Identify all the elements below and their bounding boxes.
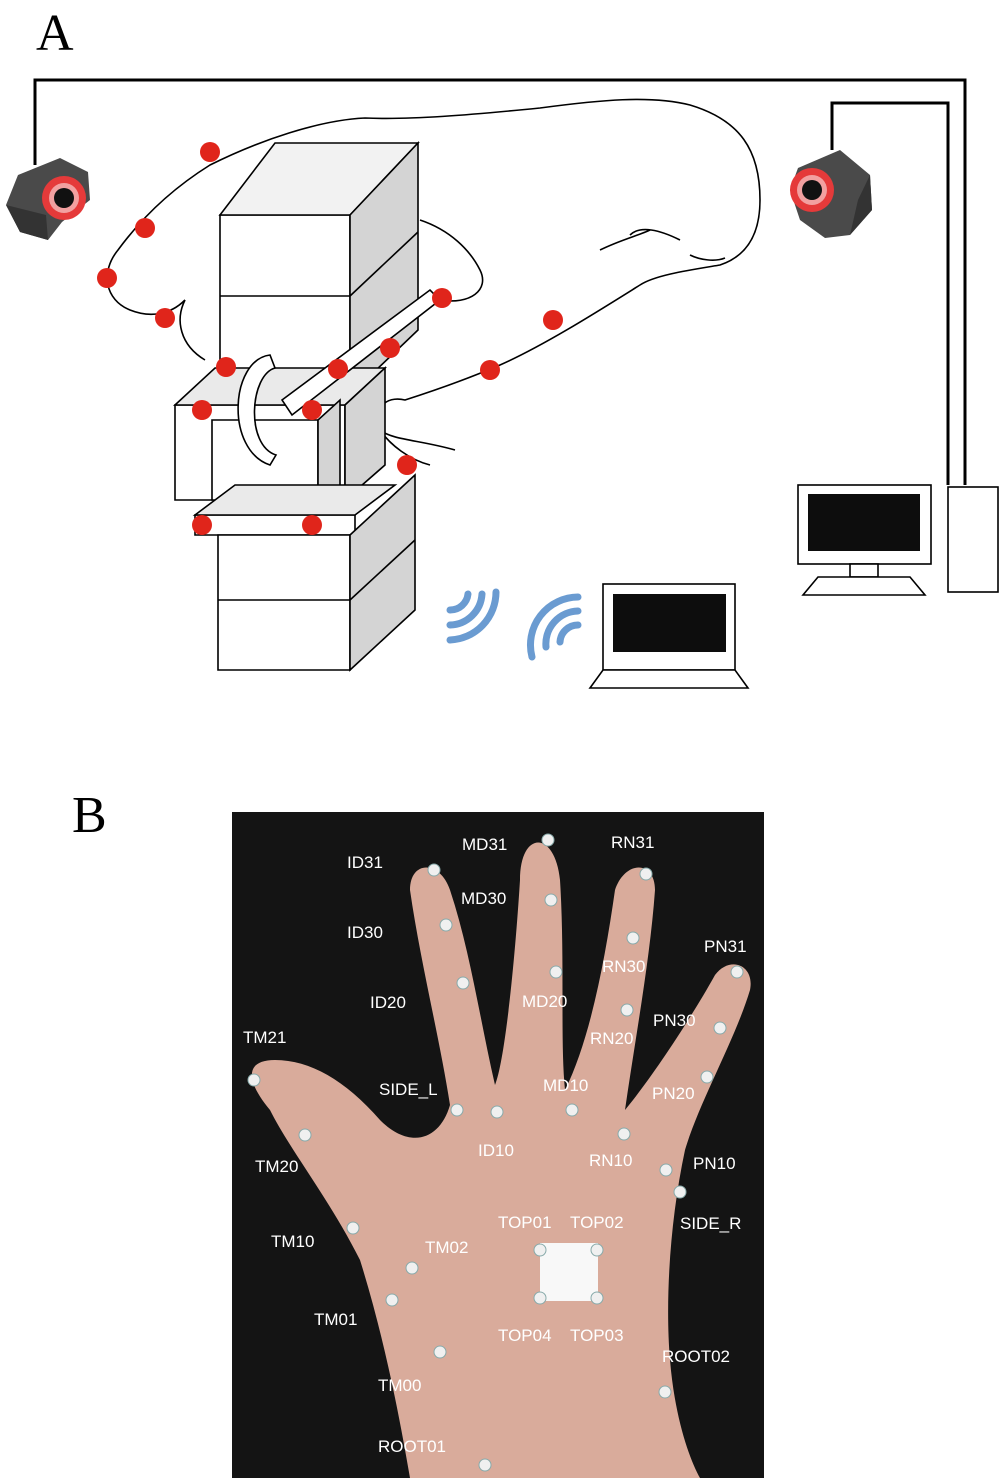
marker-knob: [730, 965, 744, 979]
marker-knob: [617, 1127, 631, 1141]
marker-knob: [533, 1291, 547, 1305]
marker-label-rn10: RN10: [589, 1151, 632, 1170]
hand-silhouette: [251, 842, 751, 1478]
camera-icon: [790, 150, 872, 238]
marker-knob: [405, 1261, 419, 1275]
marker-label-md31: MD31: [462, 835, 507, 854]
panel-b-photo: ID31 ID30 ID20 MD31 MD30 MD20 RN31 RN30 …: [232, 812, 764, 1478]
marker-dot: [380, 338, 400, 358]
panel-a-diagram: [6, 78, 999, 689]
grasp-object: [172, 140, 442, 672]
marker-knob: [456, 976, 470, 990]
marker-label-rn30: RN30: [602, 957, 645, 976]
marker-knob: [427, 863, 441, 877]
marker-knob: [549, 965, 563, 979]
marker-label-side-l: SIDE_L: [379, 1080, 438, 1099]
marker-dot: [192, 400, 212, 420]
marker-label-pn31: PN31: [704, 937, 747, 956]
marker-knob: [385, 1293, 399, 1307]
marker-label-tm00: TM00: [378, 1376, 421, 1395]
marker-dot: [302, 515, 322, 535]
marker-label-root01: ROOT01: [378, 1437, 446, 1456]
marker-knob: [590, 1243, 604, 1257]
hand-outline: [106, 98, 761, 466]
marker-dot: [135, 218, 155, 238]
marker-dot: [397, 455, 417, 475]
marker-dot: [155, 308, 175, 328]
marker-knob: [544, 893, 558, 907]
marker-label-top03: TOP03: [570, 1326, 624, 1345]
marker-knob: [298, 1128, 312, 1142]
desktop-computer-icon: [797, 484, 999, 596]
marker-knob: [620, 1003, 634, 1017]
marker-knob: [439, 918, 453, 932]
wifi-icon: [446, 588, 500, 644]
marker-label-tm01: TM01: [314, 1310, 357, 1329]
marker-label-rn20: RN20: [590, 1029, 633, 1048]
marker-knob: [247, 1073, 261, 1087]
camera-cables: [33, 78, 967, 485]
marker-knob: [433, 1345, 447, 1359]
reflective-markers: [97, 142, 563, 535]
marker-label-md20: MD20: [522, 992, 567, 1011]
panel-label-a: A: [36, 5, 74, 62]
marker-knob: [658, 1385, 672, 1399]
marker-knob: [541, 833, 555, 847]
marker-dot: [543, 310, 563, 330]
marker-label-id31: ID31: [347, 853, 383, 872]
marker-label-tm10: TM10: [271, 1232, 314, 1251]
marker-label-tm02: TM02: [425, 1238, 468, 1257]
panel-label-b: B: [72, 787, 107, 844]
marker-labels: ID31 ID30 ID20 MD31 MD30 MD20 RN31 RN30 …: [243, 833, 747, 1456]
marker-label-tm20: TM20: [255, 1157, 298, 1176]
marker-label-pn20: PN20: [652, 1084, 695, 1103]
marker-knob: [590, 1291, 604, 1305]
marker-label-id20: ID20: [370, 993, 406, 1012]
marker-dot: [302, 400, 322, 420]
top-marker-plate: [540, 1243, 598, 1301]
wifi-icon: [526, 593, 582, 661]
marker-label-md30: MD30: [461, 889, 506, 908]
marker-dot: [216, 357, 236, 377]
marker-dot: [200, 142, 220, 162]
marker-label-root02: ROOT02: [662, 1347, 730, 1366]
marker-dot: [328, 359, 348, 379]
marker-label-md10: MD10: [543, 1076, 588, 1095]
marker-label-id30: ID30: [347, 923, 383, 942]
marker-label-pn30: PN30: [653, 1011, 696, 1030]
marker-label-side-r: SIDE_R: [680, 1214, 741, 1233]
marker-knob: [700, 1070, 714, 1084]
marker-label-top04: TOP04: [498, 1326, 552, 1345]
marker-dot: [432, 288, 452, 308]
marker-label-id10: ID10: [478, 1141, 514, 1160]
marker-knobs: [247, 833, 744, 1472]
marker-knob: [639, 867, 653, 881]
marker-knob: [450, 1103, 464, 1117]
marker-label-tm21: TM21: [243, 1028, 286, 1047]
marker-knob: [533, 1243, 547, 1257]
marker-dot: [192, 515, 212, 535]
camera-icon: [6, 158, 90, 240]
laptop-icon: [588, 583, 750, 689]
marker-knob: [626, 931, 640, 945]
marker-dot: [480, 360, 500, 380]
marker-knob: [478, 1458, 492, 1472]
marker-knob: [659, 1163, 673, 1177]
marker-label-rn31: RN31: [611, 833, 654, 852]
marker-knob: [490, 1105, 504, 1119]
marker-knob: [565, 1103, 579, 1117]
marker-knob: [673, 1185, 687, 1199]
marker-dot: [97, 268, 117, 288]
marker-label-pn10: PN10: [693, 1154, 736, 1173]
marker-label-top02: TOP02: [570, 1213, 624, 1232]
marker-knob: [346, 1221, 360, 1235]
marker-knob: [713, 1021, 727, 1035]
marker-label-top01: TOP01: [498, 1213, 552, 1232]
